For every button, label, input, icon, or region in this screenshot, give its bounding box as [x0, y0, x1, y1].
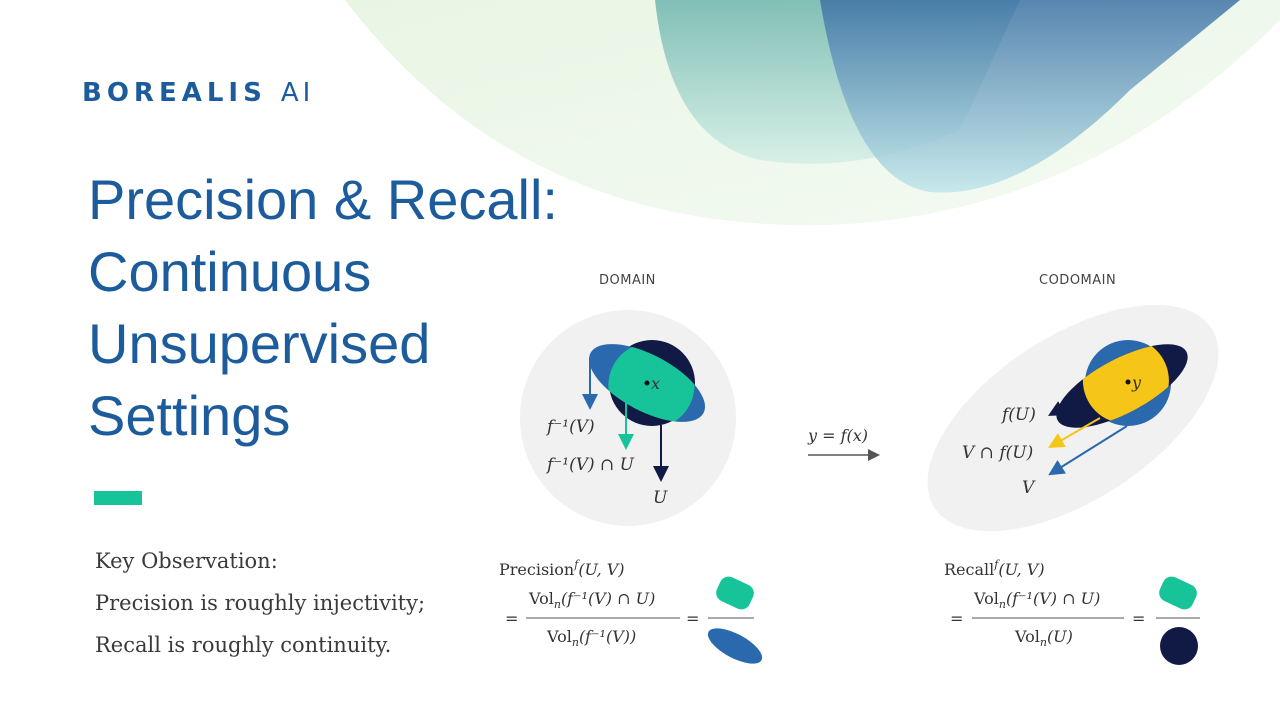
title-line: Continuous	[88, 240, 372, 303]
key-observation: Key Observation: Precision is roughly in…	[95, 540, 425, 666]
precision-formula: Precisionf(U, V) = Voln(f⁻¹(V) ∩ U) Voln…	[499, 558, 763, 664]
label-image: f(U)	[1000, 405, 1036, 425]
logo-suffix: AI	[280, 78, 315, 108]
title-line: Unsupervised	[88, 312, 431, 375]
codomain-panel: y f(U) V ∩ f(U) V	[927, 304, 1219, 532]
numerator-shape	[716, 576, 754, 610]
slide-title: Precision & Recall: Continuous Unsupervi…	[88, 164, 558, 452]
point-x: x	[651, 374, 660, 393]
label-intersection: f⁻¹(V) ∩ U	[545, 455, 635, 475]
svg-text:Voln(f⁻¹(V)): Voln(f⁻¹(V))	[546, 627, 636, 649]
label-v: V	[1022, 478, 1036, 498]
title-line: Precision & Recall:	[88, 168, 558, 231]
observation-heading: Key Observation:	[95, 549, 278, 573]
accent-bar	[94, 491, 142, 505]
logo-brand: BOREALIS	[82, 78, 267, 108]
borealis-logo: BOREALIS AI	[82, 78, 314, 108]
svg-text:Voln(f⁻¹(V) ∩ U): Voln(f⁻¹(V) ∩ U)	[973, 589, 1100, 611]
label-u: U	[653, 488, 668, 508]
label-intersection: V ∩ f(U)	[962, 443, 1033, 463]
svg-text:Recallf(U, V): Recallf(U, V)	[944, 558, 1045, 579]
title-line: Settings	[88, 384, 291, 447]
observation-line: Precision is roughly injectivity;	[95, 591, 426, 615]
map-arrow: y = f(x)	[807, 426, 880, 461]
label-preimage: f⁻¹(V)	[545, 417, 595, 437]
numerator-shape	[1159, 576, 1197, 610]
svg-text:=: =	[686, 609, 699, 628]
svg-text:=: =	[950, 609, 963, 628]
point-y: y	[1131, 373, 1142, 392]
svg-text:=: =	[1132, 609, 1145, 628]
recall-formula: Recallf(U, V) = Voln(f⁻¹(V) ∩ U) Voln(U)…	[944, 558, 1200, 665]
denominator-shape	[707, 628, 763, 664]
codomain-label: CODOMAIN	[1039, 273, 1117, 288]
svg-text:=: =	[505, 609, 518, 628]
domain-panel: x f⁻¹(V) f⁻¹(V) ∩ U U	[520, 310, 736, 526]
domain-label: DOMAIN	[599, 273, 656, 288]
svg-text:Voln(U): Voln(U)	[1014, 627, 1073, 649]
svg-text:Voln(f⁻¹(V) ∩ U): Voln(f⁻¹(V) ∩ U)	[528, 589, 655, 611]
svg-text:Precisionf(U, V): Precisionf(U, V)	[499, 558, 625, 579]
denominator-shape	[1160, 627, 1198, 665]
observation-line: Recall is roughly continuity.	[95, 633, 392, 657]
map-label: y = f(x)	[807, 426, 868, 445]
